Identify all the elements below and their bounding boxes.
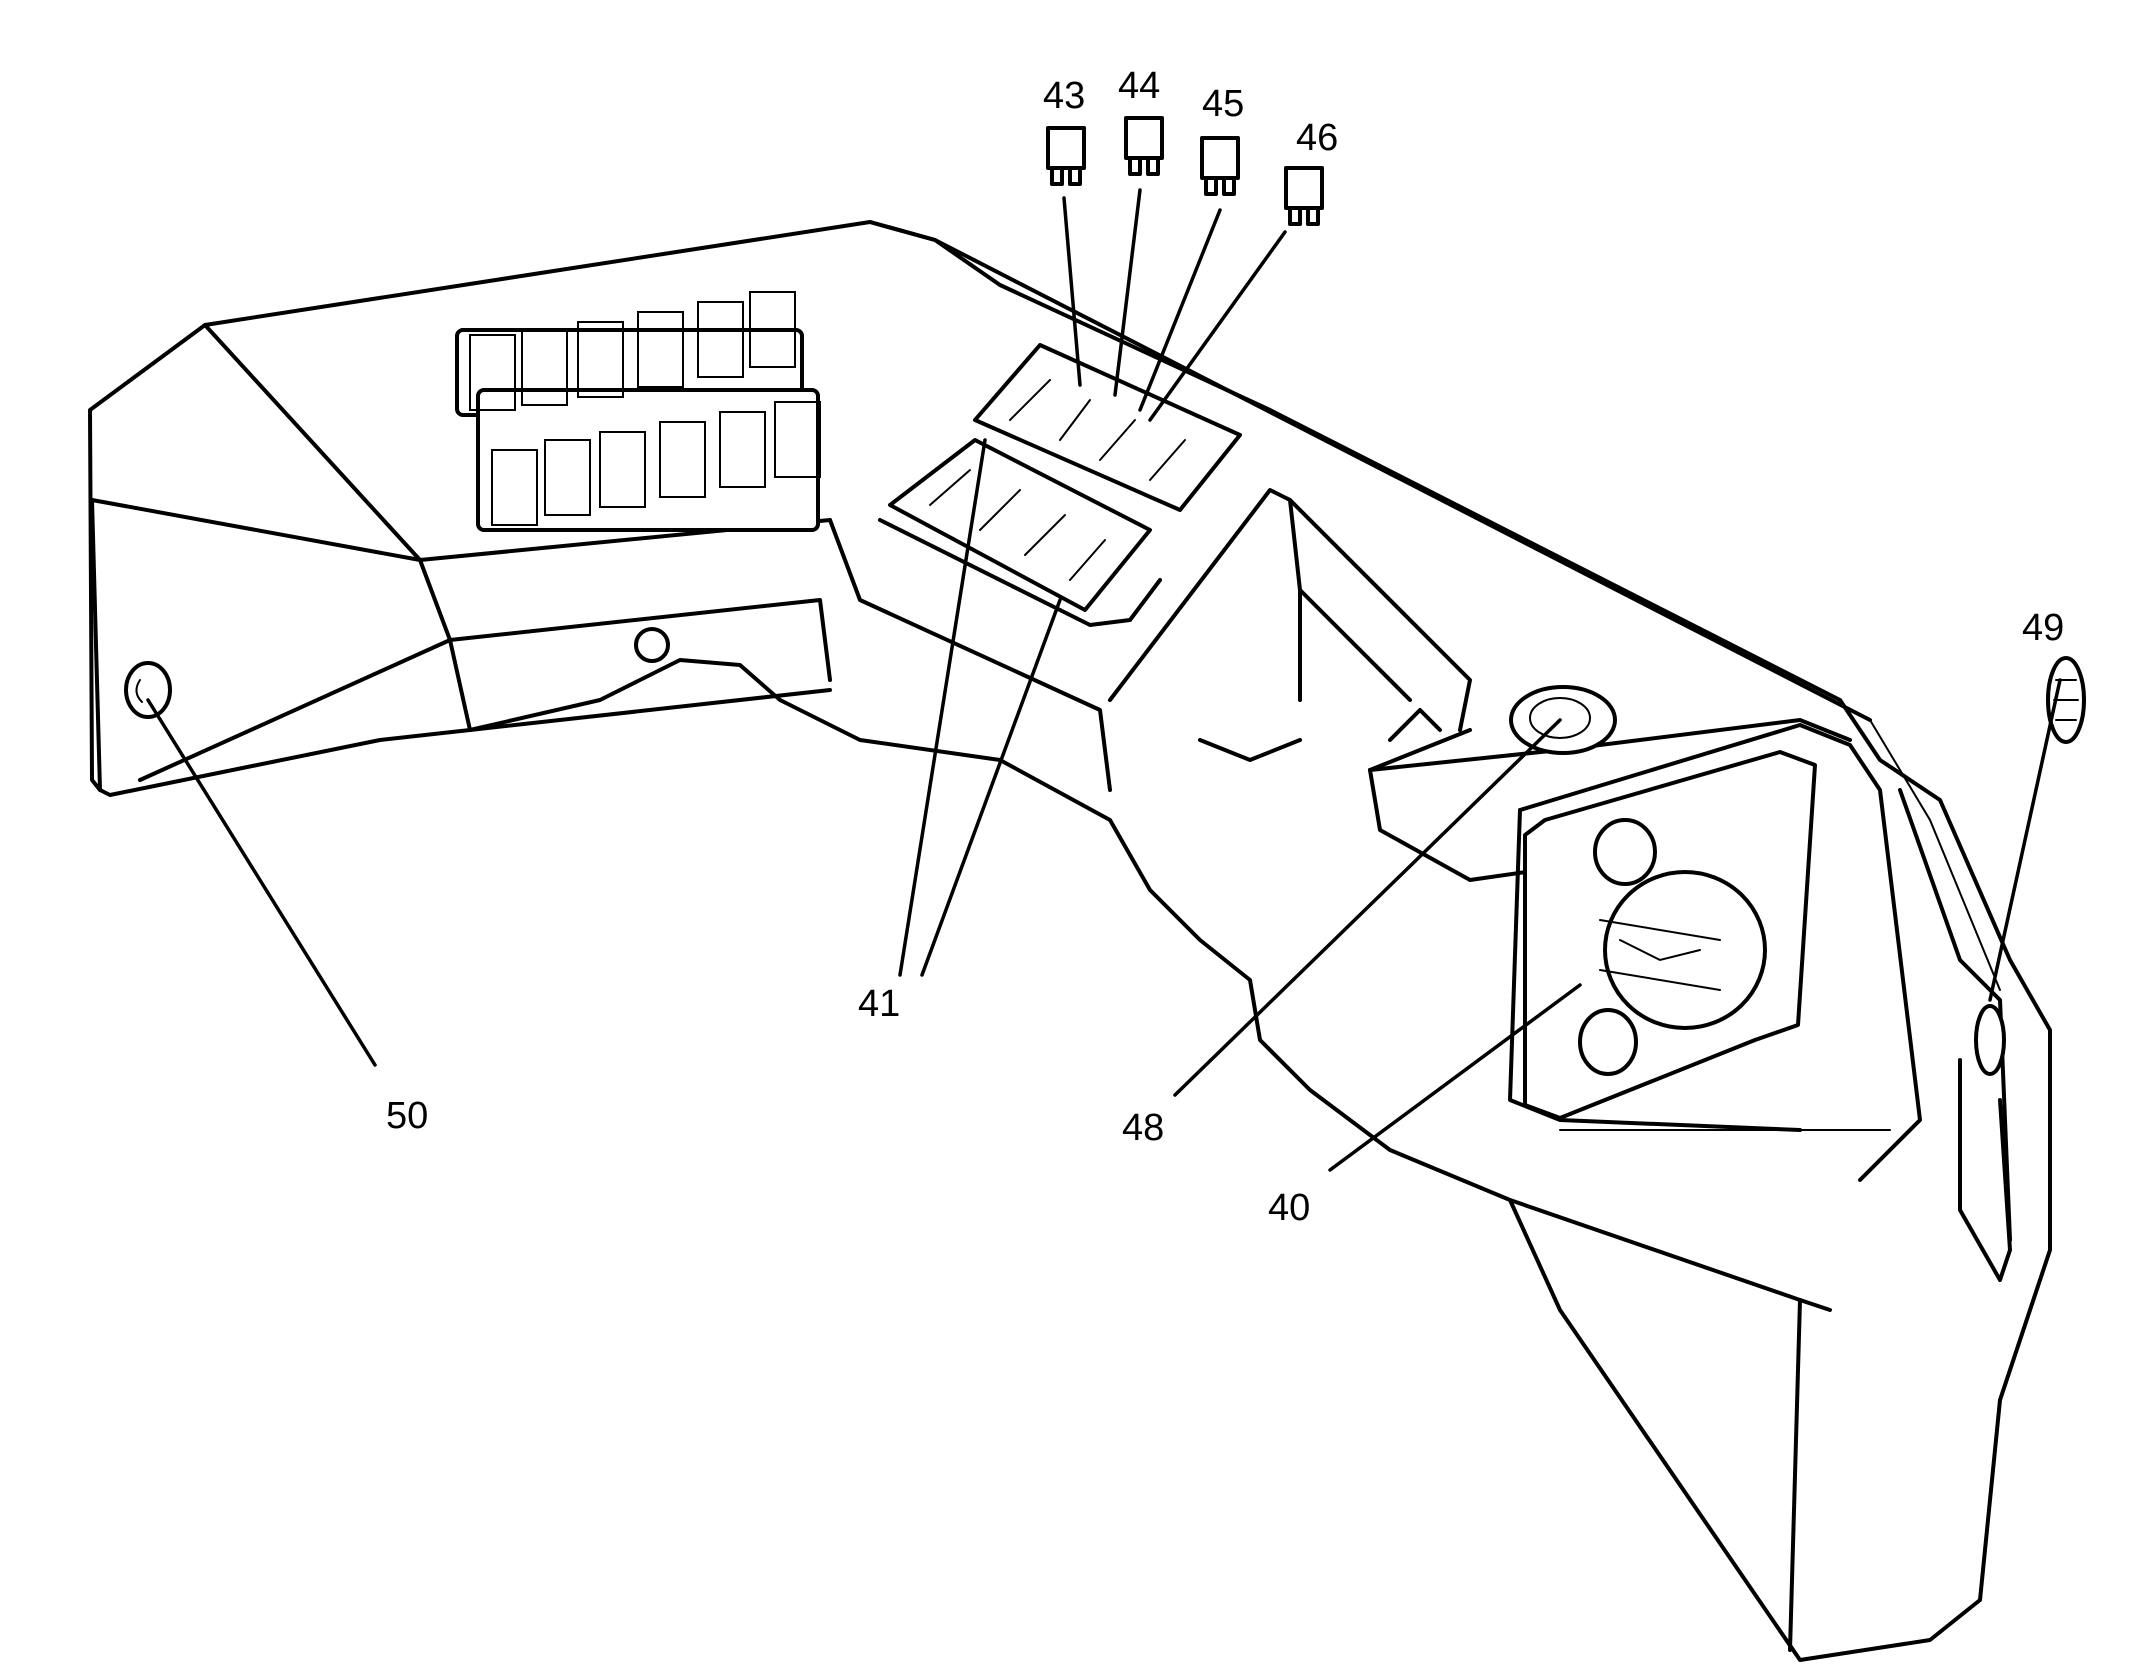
callout-45: 45 [1202,83,1244,125]
callout-48: 48 [1122,1107,1164,1149]
fuse-44 [1124,116,1164,176]
callout-49: 49 [2022,607,2064,649]
callout-43: 43 [1043,75,1085,117]
side-vent [1958,656,2086,1282]
callout-40: 40 [1268,1187,1310,1229]
callout-46: 46 [1296,117,1338,159]
gauge-cluster [1523,750,1817,1120]
ignition-switch [1509,685,1617,755]
left-lock [124,661,172,719]
fuse-43 [1046,126,1086,186]
fuses [1046,116,1324,226]
callout-labels: 43 44 45 46 49 41 48 40 50 [386,65,2064,1229]
center-knob [634,627,670,663]
callout-50: 50 [386,1095,428,1137]
callout-41: 41 [858,983,900,1025]
dashboard-housing [88,220,2052,1662]
switch-bank [455,291,821,532]
callout-44: 44 [1118,65,1160,107]
fuse-46 [1284,166,1324,226]
indicator-panels [878,343,1242,627]
leader-lines [146,188,2062,1172]
fuse-45 [1200,136,1240,196]
